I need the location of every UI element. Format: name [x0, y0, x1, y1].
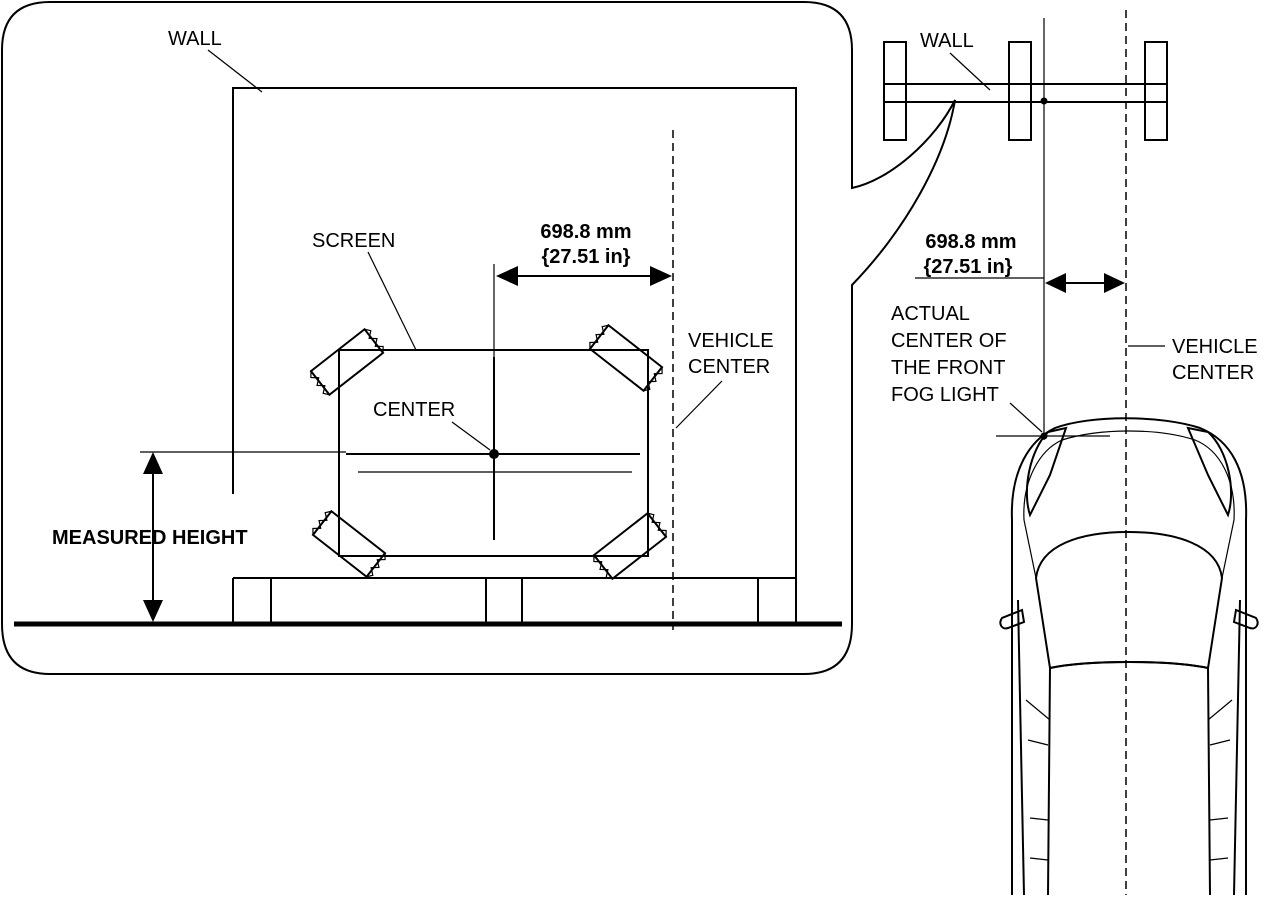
- measured-height-label: MEASURED HEIGHT: [52, 527, 248, 549]
- dimension-in-detail: {27.51 in}: [542, 246, 631, 268]
- screen-label: SCREEN: [312, 230, 395, 252]
- screen-leader: [367, 251, 417, 351]
- detail-callout-frame: [1, 1, 956, 675]
- fog-light-label-1: ACTUAL: [891, 303, 970, 325]
- fog-light-wall-point: [1040, 97, 1048, 105]
- fog-light-label-3: THE FRONT: [891, 357, 1005, 379]
- vehicle-center-leader-detail: [675, 380, 723, 429]
- wall-leader: [207, 49, 263, 93]
- wall-label: WALL: [168, 28, 222, 50]
- tape-bottom-left: [311, 509, 387, 579]
- measured-height-arrow: [143, 452, 163, 622]
- vehicle-center-label-detail-2: CENTER: [688, 356, 770, 378]
- vehicle-center-label-top: VEHICLE: [1172, 336, 1258, 358]
- vehicle-center-label-detail: VEHICLE: [688, 330, 774, 352]
- dimension-mm-detail: 698.8 mm: [540, 221, 631, 243]
- tape-bottom-right: [592, 511, 668, 581]
- floor-base: [232, 577, 797, 624]
- dimension-in-top: {27.51 in}: [924, 256, 1013, 278]
- wall-top-leader: [949, 52, 991, 91]
- center-leader: [451, 421, 491, 451]
- dimension-arrow-top: [1045, 273, 1125, 293]
- fog-light-label-4: FOG LIGHT: [891, 384, 999, 406]
- vehicle-center-label-top-2: CENTER: [1172, 362, 1254, 384]
- center-label: CENTER: [373, 399, 455, 421]
- screen-center-point: [489, 449, 499, 459]
- dimension-mm-top: 698.8 mm: [925, 231, 1016, 253]
- fog-light-label-2: CENTER OF: [891, 330, 1007, 352]
- wall-top-label: WALL: [920, 30, 974, 52]
- fog-light-leader: [1009, 402, 1043, 433]
- dimension-arrow-detail: [496, 266, 672, 286]
- tape-top-right: [588, 323, 664, 393]
- wall: [232, 87, 797, 578]
- vehicle-top-view: [999, 417, 1259, 896]
- tape-top-left: [309, 327, 385, 397]
- wall-top-view: [883, 41, 1168, 141]
